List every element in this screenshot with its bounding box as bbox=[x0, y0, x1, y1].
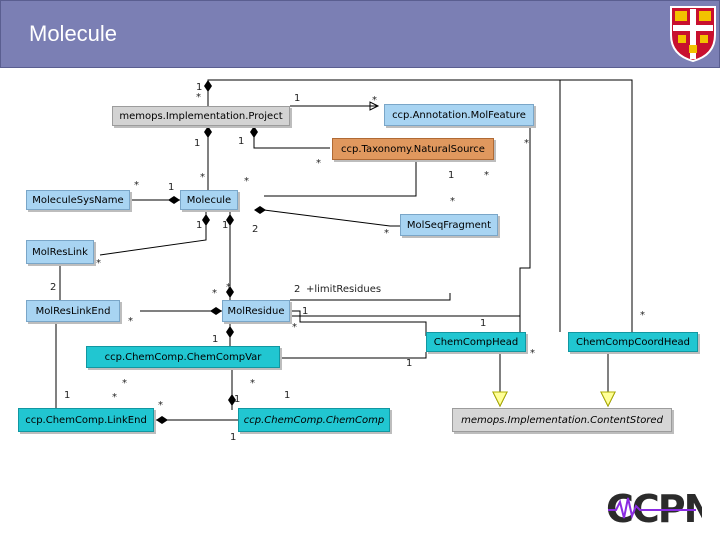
label-naturalsource-star: * bbox=[316, 158, 321, 169]
diamond-marker bbox=[254, 206, 266, 214]
chemcompcoordhead-class-box[interactable]: ChemCompCoordHead bbox=[568, 332, 698, 352]
label-chemcomphead-1: 1 bbox=[480, 318, 486, 329]
label-chemcomp-top-1: 1 bbox=[234, 394, 240, 405]
molsysname-class-box[interactable]: MoleculeSysName bbox=[26, 190, 130, 210]
diamond-marker bbox=[204, 80, 212, 92]
diamond-marker bbox=[250, 126, 258, 138]
slide-title: Molecule bbox=[29, 21, 118, 46]
label-molreslink-2: 2 bbox=[50, 282, 56, 293]
label-molecule-top-star: * bbox=[200, 172, 205, 183]
university-crest-icon bbox=[670, 6, 716, 63]
chemcompvar-class-box[interactable]: ccp.ChemComp.ChemCompVar bbox=[86, 346, 280, 368]
multiplicity-labels: 1 * 1 1 * * * 1 * * 1 * 1 1 1 * * 2 * * … bbox=[50, 82, 645, 443]
label-project-top-star: * bbox=[196, 92, 201, 103]
molfeature-class-box[interactable]: ccp.Annotation.MolFeature bbox=[384, 104, 534, 126]
label-chemcompvar-star: * bbox=[122, 378, 127, 389]
label-chemcomp-right-1: 1 bbox=[284, 390, 290, 401]
label-molsysname-1: 1 bbox=[168, 182, 174, 193]
label-molsysname-star: * bbox=[134, 180, 139, 191]
diamond-marker bbox=[226, 326, 234, 338]
molreslinkend-class-box[interactable]: MolResLinkEnd bbox=[26, 300, 120, 322]
label-chemcompvar-right-star: * bbox=[250, 378, 255, 389]
label-molecule-left-1: 1 bbox=[196, 220, 202, 231]
ccpn-logo-icon: CCPN bbox=[606, 487, 715, 531]
naturalsource-class-box[interactable]: ccp.Taxonomy.NaturalSource bbox=[332, 138, 494, 160]
label-molfeature-star: * bbox=[372, 95, 377, 106]
diamond-marker bbox=[202, 214, 210, 226]
label-chemcompvar-chemcomphead-1: 1 bbox=[406, 358, 412, 369]
linkend-class-box[interactable]: ccp.ChemComp.LinkEnd bbox=[18, 408, 154, 432]
ccpn-logo-text: CCPN bbox=[606, 488, 702, 528]
label-molreslinkend-star: * bbox=[128, 316, 133, 327]
label-linkend-right-star: * bbox=[158, 400, 163, 411]
label-molresidue-right-1: 1 bbox=[302, 306, 308, 317]
ccpn-logo: CCPN bbox=[606, 487, 715, 531]
label-molreslink-star: * bbox=[96, 258, 101, 269]
label-chemcomp-bottom-1: 1 bbox=[230, 432, 236, 443]
label-molresidue-2: 2 bbox=[294, 284, 300, 295]
label-project-molecule-1: 1 bbox=[194, 138, 200, 149]
label-chemcompvar-1: 1 bbox=[212, 334, 218, 345]
label-molfeature-right-star: * bbox=[524, 138, 529, 149]
composition-diamonds bbox=[156, 80, 266, 424]
label-chemcomphead-star: * bbox=[530, 348, 535, 359]
project-class-box[interactable]: memops.Implementation.Project bbox=[112, 106, 290, 126]
label-project-top: 1 bbox=[196, 82, 202, 93]
label-project-molfeature-1: 1 bbox=[294, 93, 300, 104]
label-molresidue-bottom-star: * bbox=[292, 322, 297, 333]
molecule-class-box[interactable]: Molecule bbox=[180, 190, 238, 210]
diamond-marker bbox=[228, 394, 236, 406]
label-molecule-mid-1: 1 bbox=[222, 220, 228, 231]
connectors bbox=[55, 79, 633, 421]
label-molseq-star: * bbox=[384, 228, 389, 239]
label-molseq-star-top: * bbox=[450, 196, 455, 207]
molresidue-class-box[interactable]: MolResidue bbox=[222, 300, 290, 322]
label-linkend-star: * bbox=[112, 392, 117, 403]
chemcomphead-class-box[interactable]: ChemCompHead bbox=[426, 332, 526, 352]
label-coordhead-star: * bbox=[640, 310, 645, 321]
slide-header: Molecule bbox=[0, 0, 720, 68]
label-molresidue-left-star: * bbox=[212, 288, 217, 299]
diamond-marker bbox=[226, 214, 234, 226]
contentstored-class-box[interactable]: memops.Implementation.ContentStored bbox=[452, 408, 672, 432]
label-molecule-top-star-2: * bbox=[244, 176, 249, 187]
label-limit-residues: +limitResidues bbox=[306, 284, 381, 295]
chemcomp-class-box[interactable]: ccp.ChemComp.ChemComp bbox=[238, 408, 390, 432]
diamond-marker bbox=[226, 286, 234, 298]
diamond-marker bbox=[210, 307, 222, 315]
diamond-marker bbox=[204, 126, 212, 138]
molreslink-class-box[interactable]: MolResLink bbox=[26, 240, 94, 264]
label-molresidue-top-star: * bbox=[226, 282, 231, 293]
label-molecule-molseq-1: 2 bbox=[252, 224, 258, 235]
diamond-marker bbox=[156, 416, 168, 424]
label-linkend-1: 1 bbox=[64, 390, 70, 401]
molseqfragment-class-box[interactable]: MolSeqFragment bbox=[400, 214, 498, 236]
label-molfeature-side-star: * bbox=[484, 170, 489, 181]
diamond-marker bbox=[168, 196, 180, 204]
label-project-naturalsource-1: 1 bbox=[238, 136, 244, 147]
label-naturalsource-1: 1 bbox=[448, 170, 454, 181]
